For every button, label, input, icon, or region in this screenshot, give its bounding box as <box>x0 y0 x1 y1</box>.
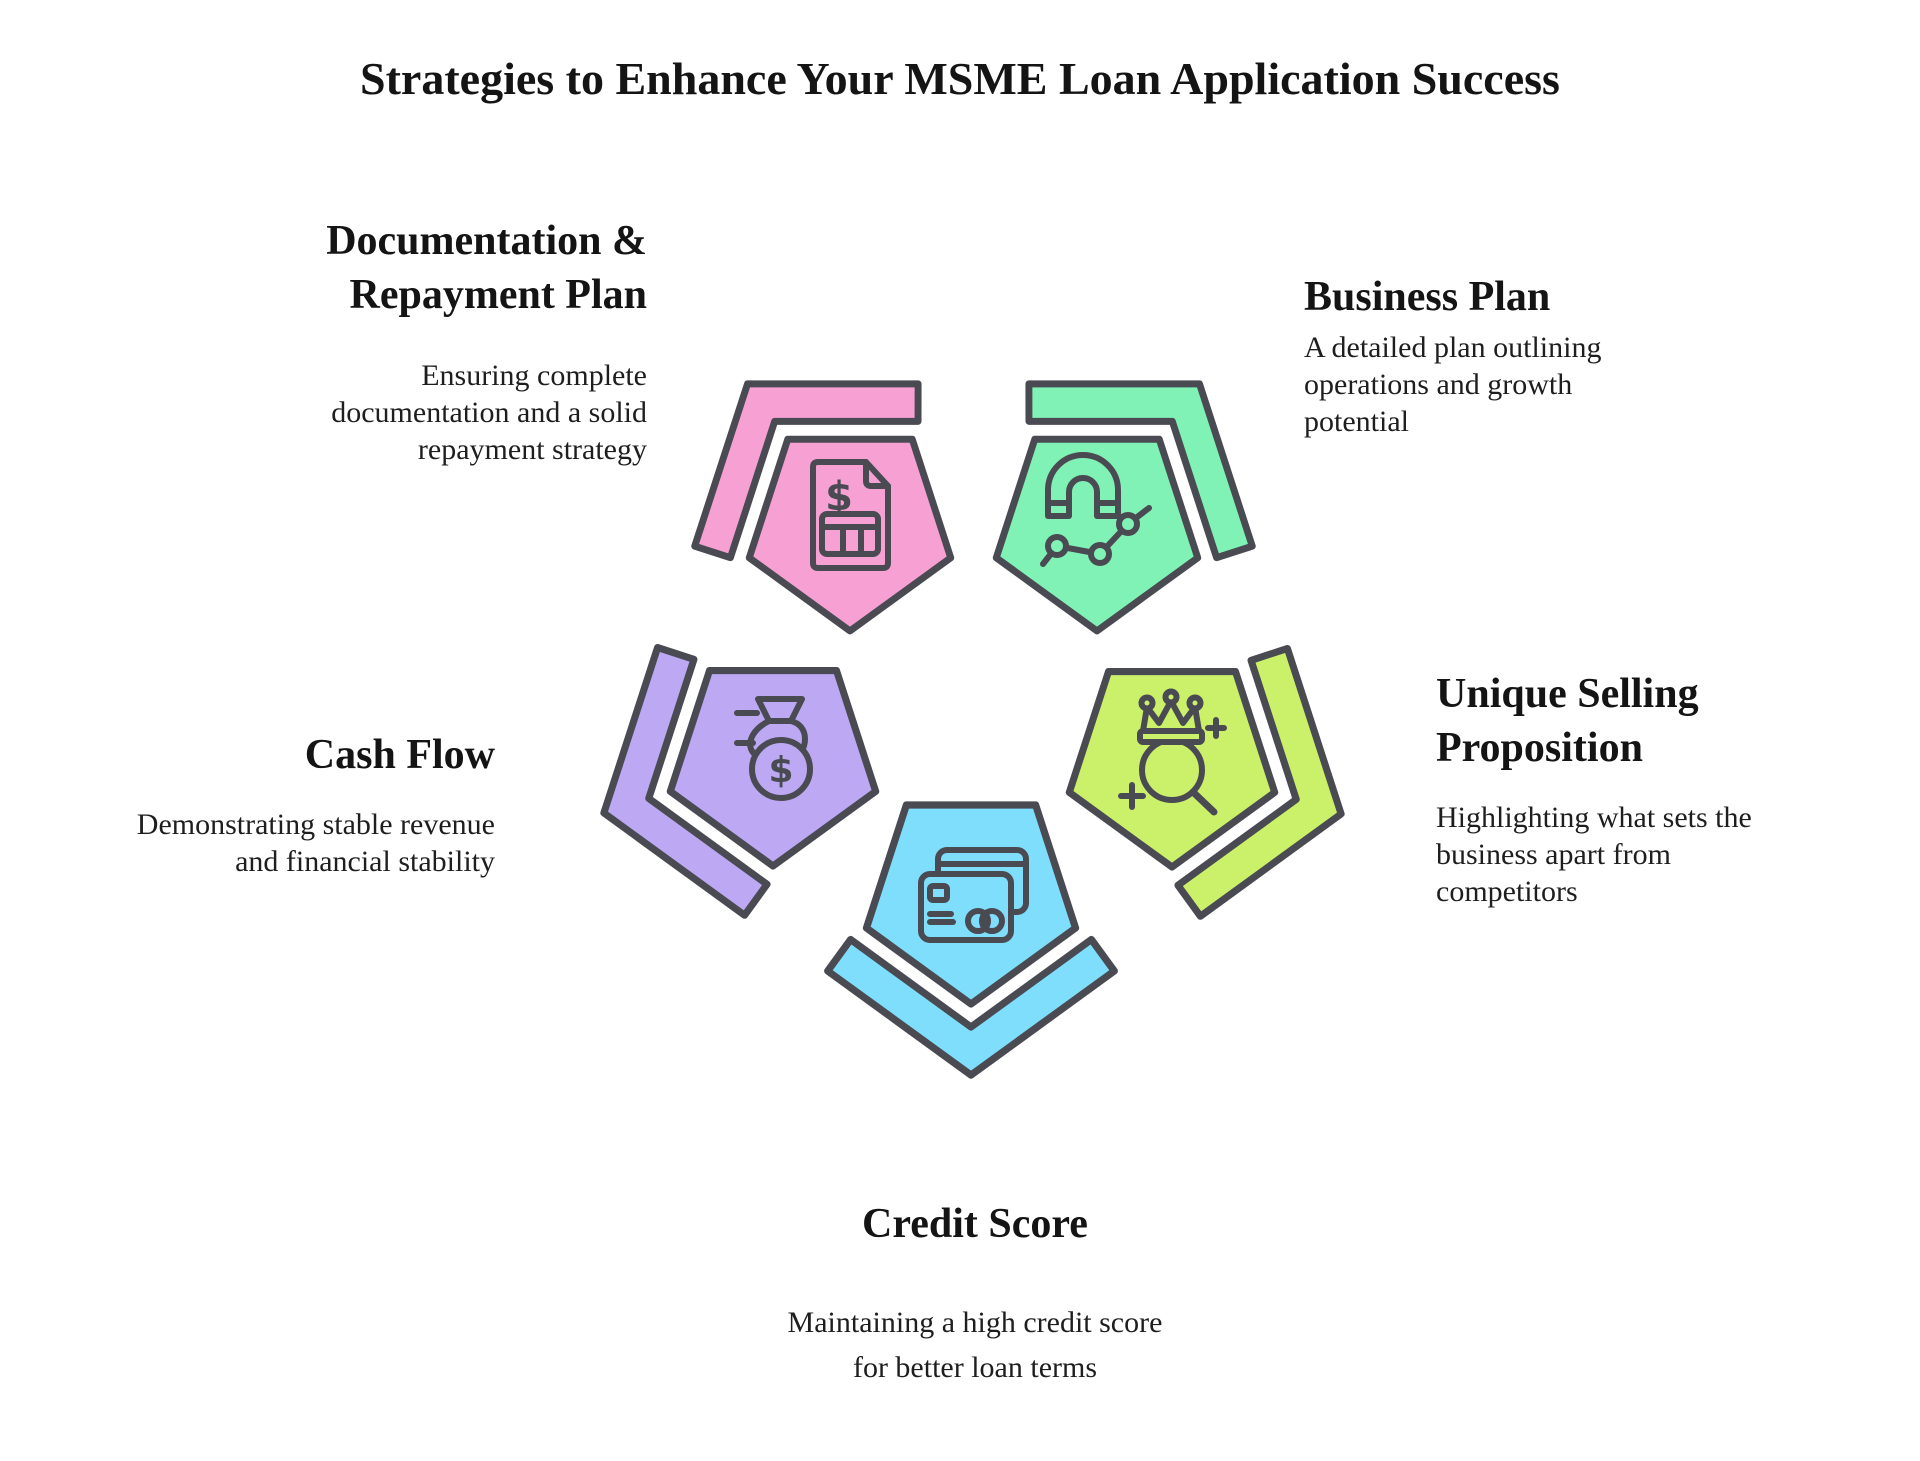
invoice-table-lines <box>819 524 881 557</box>
usp-unit <box>1069 639 1384 948</box>
description-unique-selling-proposition: Highlighting what sets the business apar… <box>1436 801 1752 909</box>
magnet-chart-icon <box>1040 452 1152 567</box>
magnifier-handle <box>1189 788 1218 816</box>
money-circle <box>749 737 813 801</box>
chart-dot <box>1045 534 1069 558</box>
chart-dot <box>1088 542 1112 566</box>
card-ring <box>979 908 1005 934</box>
crown-magnifier-icon <box>1118 688 1227 816</box>
document-outline <box>810 459 891 571</box>
pentagon-diagram: $ <box>540 280 1420 1120</box>
crown-tip <box>1138 694 1156 712</box>
card-lines <box>927 911 956 925</box>
card-chip <box>927 883 950 903</box>
heading-unique-selling-proposition: Unique Selling Proposition <box>1436 671 1699 771</box>
business-plan-unit <box>996 303 1311 631</box>
magnet <box>1045 452 1121 519</box>
description-credit-score: Maintaining a high credit score for bett… <box>787 1306 1163 1384</box>
business-plan-pentagon <box>996 439 1197 631</box>
description-cash-flow: Demonstrating stable revenue and financi… <box>136 808 495 879</box>
page-title: Strategies to Enhance Your MSME Loan App… <box>360 53 1560 104</box>
dollar-sign: $ <box>768 750 793 791</box>
crown-tip <box>1186 694 1204 712</box>
credit-cards-icon <box>918 847 1029 943</box>
heading-business-plan: Business Plan <box>1304 274 1551 320</box>
heading-cash-flow: Cash Flow <box>304 732 495 778</box>
money-bag-icon: $ <box>734 696 813 801</box>
chart-dot <box>1116 512 1140 536</box>
documentation-pentagon <box>749 439 950 631</box>
crown-tip <box>1162 688 1180 706</box>
document-fold <box>863 459 891 489</box>
plus-sign <box>1205 717 1227 739</box>
description-documentation-repayment-plan: Ensuring complete documentation and a so… <box>331 359 647 467</box>
cash-flow-unit: $ <box>560 638 875 947</box>
invoice-document-icon: $ <box>810 459 891 571</box>
motion-lines <box>734 710 760 746</box>
documentation-unit: $ <box>636 303 951 631</box>
invoice-table <box>819 511 881 557</box>
crown-base <box>1137 728 1205 745</box>
description-business-plan: A detailed plan outlining operations and… <box>1304 331 1602 439</box>
heading-documentation-repayment-plan: Documentation & Repayment Plan <box>326 218 647 318</box>
card-ring <box>965 908 991 934</box>
heading-credit-score: Credit Score <box>862 1201 1088 1247</box>
plus-sign <box>1118 782 1146 810</box>
credit-score-unit <box>828 805 1115 1075</box>
